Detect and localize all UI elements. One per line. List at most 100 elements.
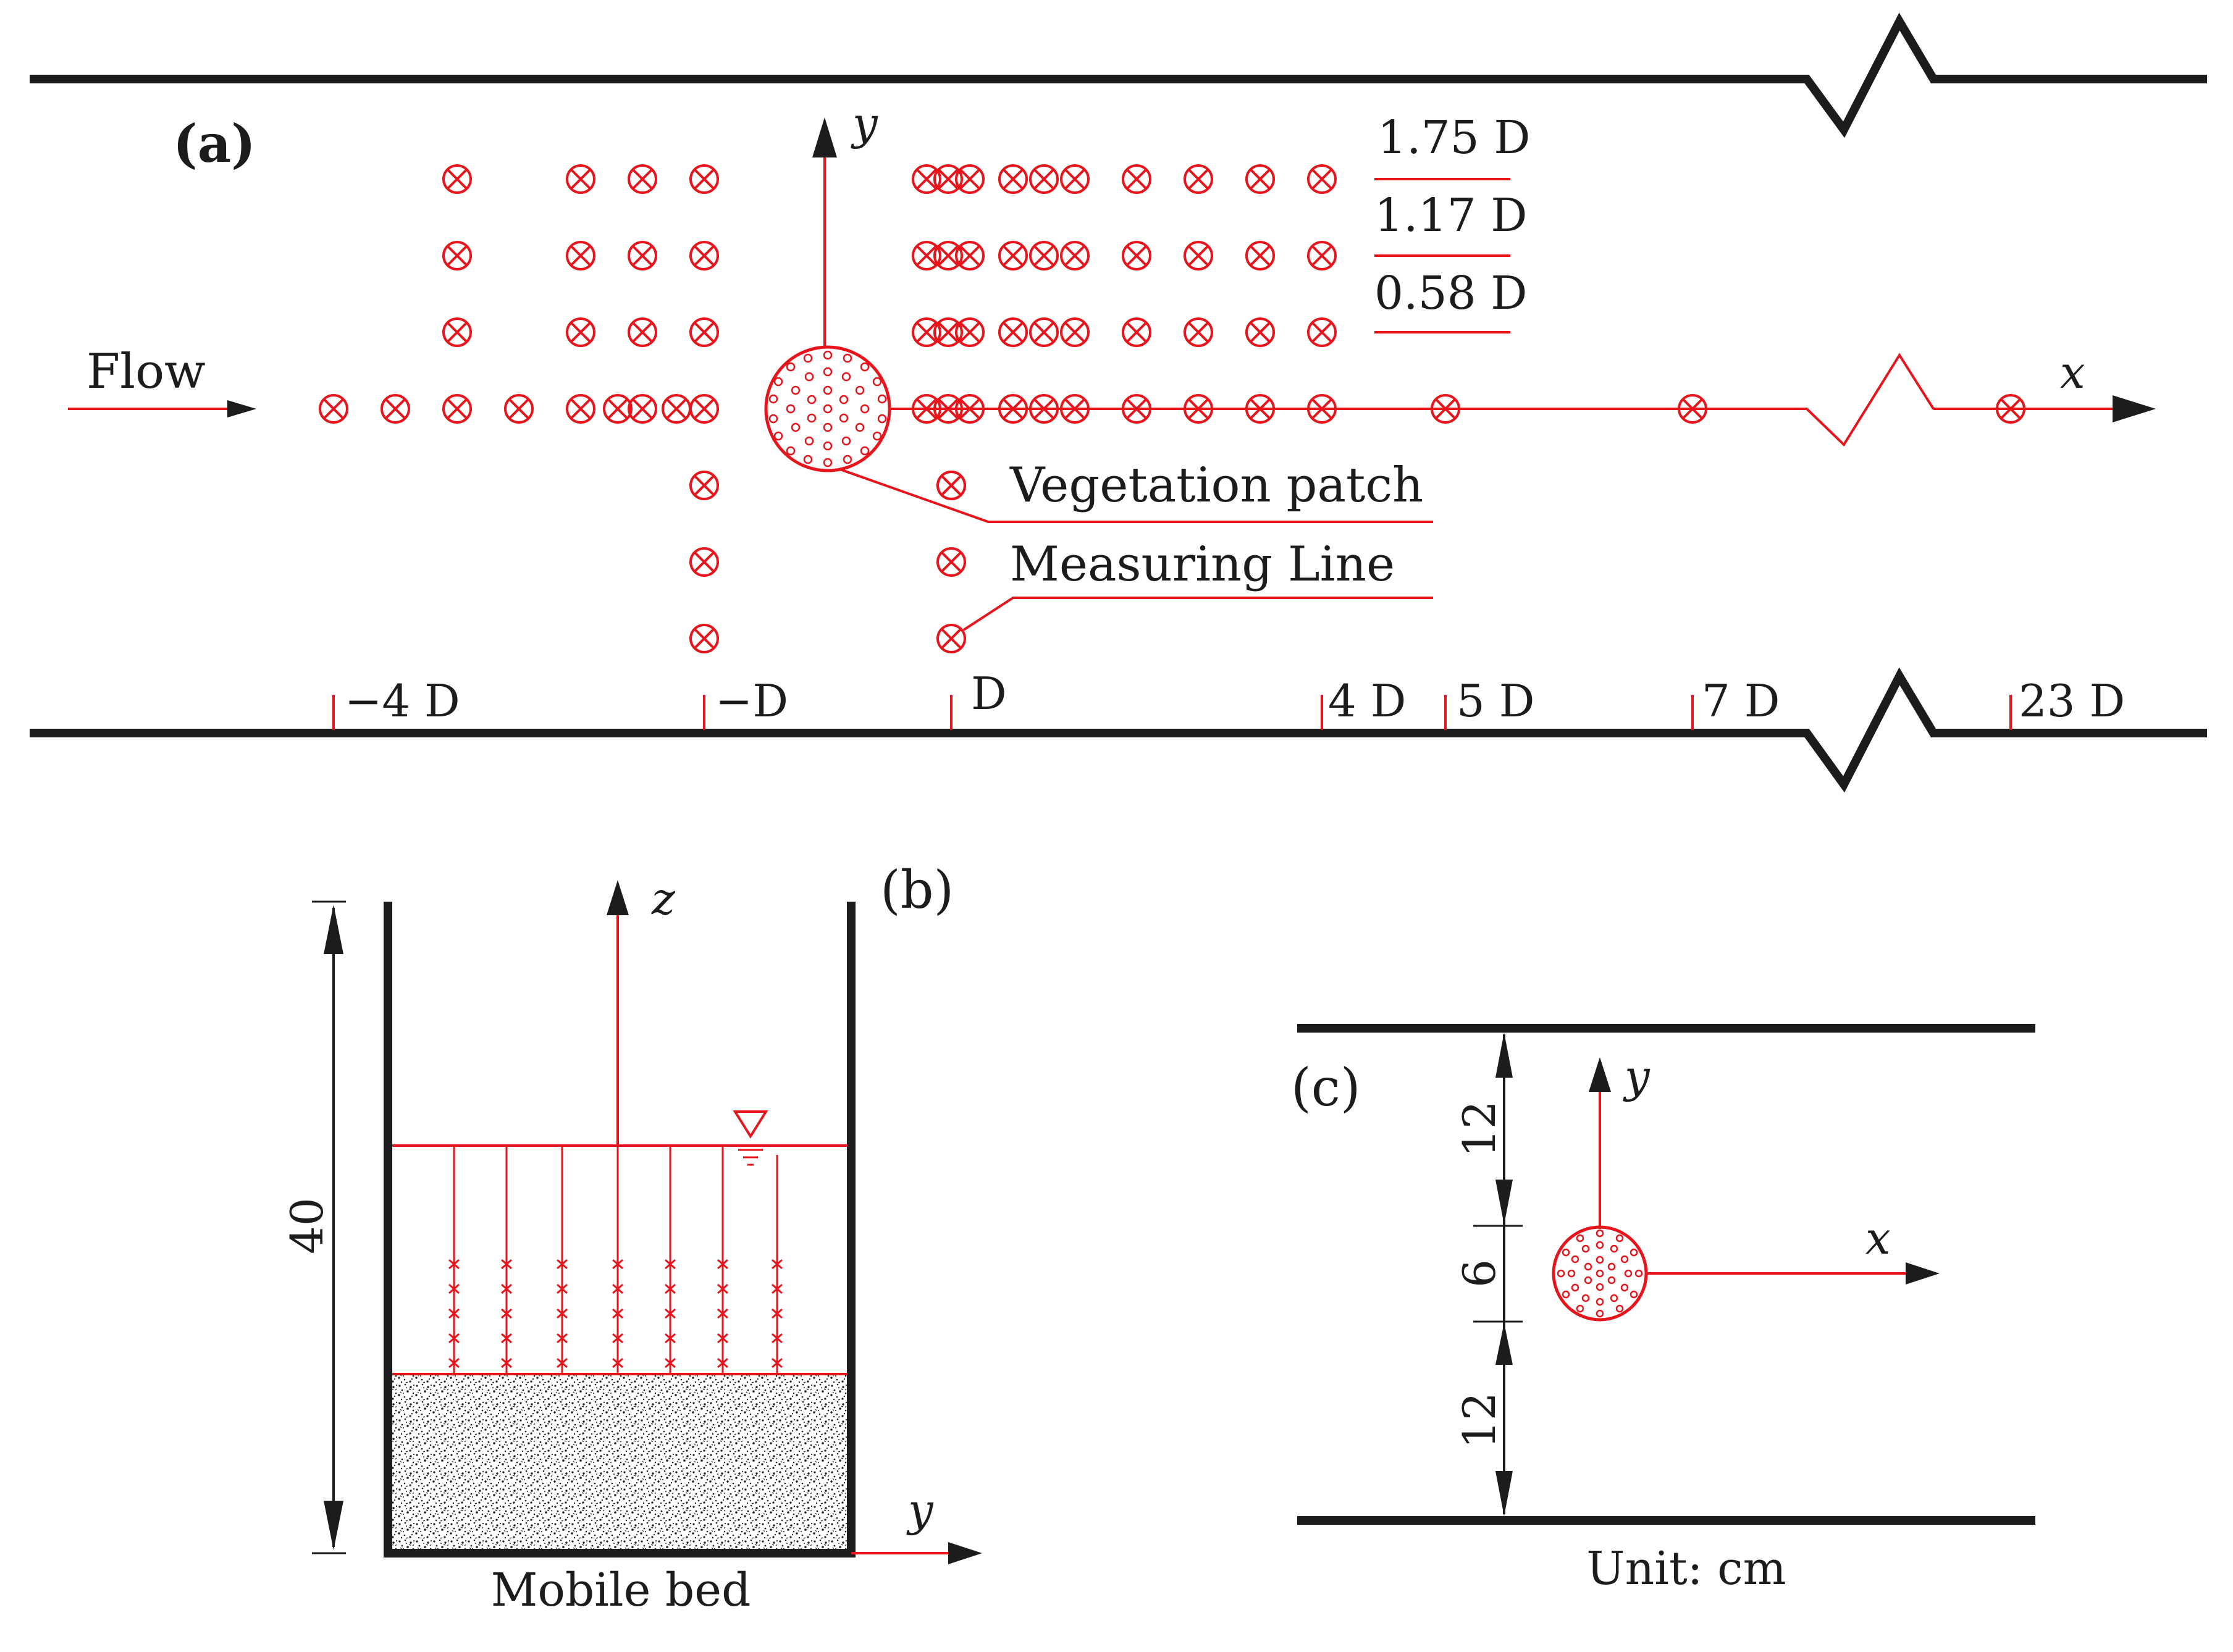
x-ticks-a: −4 D −D D 4 D 5 D 7 D 23 D <box>332 668 2125 730</box>
panel-b: (b) <box>281 860 982 1617</box>
stem <box>665 1146 676 1374</box>
y-axis-c-label: y <box>1623 1050 1651 1102</box>
stem <box>612 1146 623 1374</box>
panel-b-label: (b) <box>880 860 954 920</box>
dim-middle: 6 <box>1453 1259 1505 1288</box>
y-axis-c-arrowhead <box>1589 1057 1611 1092</box>
legend-patch-label: Vegetation patch <box>1009 458 1423 513</box>
measuring-point <box>1060 164 1090 194</box>
measuring-point <box>628 164 657 194</box>
row-label-2: 1.17 D <box>1374 189 1528 242</box>
measuring-point <box>442 317 472 347</box>
vegetation-patch-plan <box>1552 1225 1648 1322</box>
x-axis-a-arrowhead <box>2113 395 2156 422</box>
panel-c-label: (c) <box>1291 1057 1361 1118</box>
measuring-point <box>689 624 719 653</box>
tick-label: D <box>971 668 1007 719</box>
tick-label: −D <box>715 675 788 727</box>
stem <box>717 1146 728 1374</box>
measuring-point <box>1122 241 1151 270</box>
x-axis-c-label: x <box>1865 1212 1891 1264</box>
measuring-point <box>628 317 657 347</box>
measuring-point <box>628 241 657 270</box>
measuring-point <box>662 394 691 424</box>
measuring-point <box>319 394 348 424</box>
x-axis-a: x <box>825 346 2156 447</box>
measuring-point <box>566 164 595 194</box>
flume-cross-section <box>384 902 856 1558</box>
y-axis-b-label: y <box>906 1484 934 1536</box>
measuring-point <box>1184 317 1213 347</box>
stem <box>448 1146 460 1374</box>
measuring-point <box>442 164 472 194</box>
row-label-1: 1.75 D <box>1377 111 1531 164</box>
measuring-point <box>933 164 963 194</box>
measuring-point <box>689 317 719 347</box>
measuring-point <box>1307 164 1337 194</box>
leader-line-measuring <box>962 597 1433 631</box>
tick-label: 23 D <box>2019 675 2125 727</box>
x-axis-c-arrowhead <box>1906 1262 1940 1285</box>
measuring-point <box>955 241 985 270</box>
panel-a: (a) Flow x y <box>30 12 2207 793</box>
measuring-point <box>1029 317 1059 347</box>
measuring-point <box>1060 241 1090 270</box>
water-level-symbol <box>733 1110 768 1166</box>
measuring-point <box>566 317 595 347</box>
measuring-point <box>912 164 941 194</box>
measuring-point <box>689 547 719 577</box>
mobile-bed-label: Mobile bed <box>491 1564 751 1617</box>
measuring-point <box>998 241 1028 270</box>
measuring-point <box>1245 241 1275 270</box>
measuring-point <box>1307 241 1337 270</box>
x-axis-a-label: x <box>2060 346 2085 398</box>
measuring-point <box>933 317 963 347</box>
y-axis-c: y <box>1589 1050 1651 1229</box>
z-axis-b: z <box>607 873 676 1146</box>
panel-c: (c) 12 6 12 <box>1291 1024 2035 1595</box>
dim-upper: 12 <box>1453 1101 1505 1157</box>
measuring-point <box>955 317 985 347</box>
measuring-point <box>628 394 657 424</box>
measuring-point <box>1307 317 1337 347</box>
unit-label: Unit: cm <box>1586 1542 1786 1595</box>
panel-a-label: (a) <box>173 113 256 174</box>
measuring-point <box>1122 317 1151 347</box>
measuring-point <box>504 394 534 424</box>
measuring-point <box>566 394 595 424</box>
measuring-point <box>1060 317 1090 347</box>
y-axis-b-arrowhead <box>948 1542 982 1564</box>
row-label-3: 0.58 D <box>1374 267 1528 320</box>
measuring-point <box>1245 317 1275 347</box>
measuring-point <box>566 241 595 270</box>
measuring-point <box>1184 241 1213 270</box>
measuring-point <box>442 241 472 270</box>
measuring-point <box>1122 164 1151 194</box>
measuring-point <box>689 164 719 194</box>
stem <box>557 1146 568 1374</box>
measuring-point <box>1245 164 1275 194</box>
height-value: 40 <box>281 1197 333 1254</box>
stem <box>772 1155 783 1374</box>
measuring-point <box>381 394 410 424</box>
measuring-point <box>955 164 985 194</box>
dim-lower: 12 <box>1453 1392 1505 1449</box>
measuring-point <box>1029 164 1059 194</box>
tick-label: 7 D <box>1702 675 1780 727</box>
measuring-point <box>442 394 472 424</box>
height-dimension: 40 <box>281 900 346 1554</box>
z-axis-b-arrowhead <box>607 880 629 915</box>
measuring-point <box>998 164 1028 194</box>
tick-label: 5 D <box>1457 675 1534 727</box>
measuring-point <box>1029 241 1059 270</box>
measuring-point <box>933 241 963 270</box>
measuring-point <box>689 394 719 424</box>
mobile-bed-sediment <box>388 1374 851 1553</box>
legend-measuring-symbol <box>936 471 966 500</box>
vegetation-stems <box>448 1146 783 1374</box>
measuring-point <box>689 241 719 270</box>
z-axis-b-label: z <box>651 873 676 925</box>
channel-top-wall <box>30 12 2207 138</box>
legend-line-label: Measuring Line <box>1010 537 1395 592</box>
